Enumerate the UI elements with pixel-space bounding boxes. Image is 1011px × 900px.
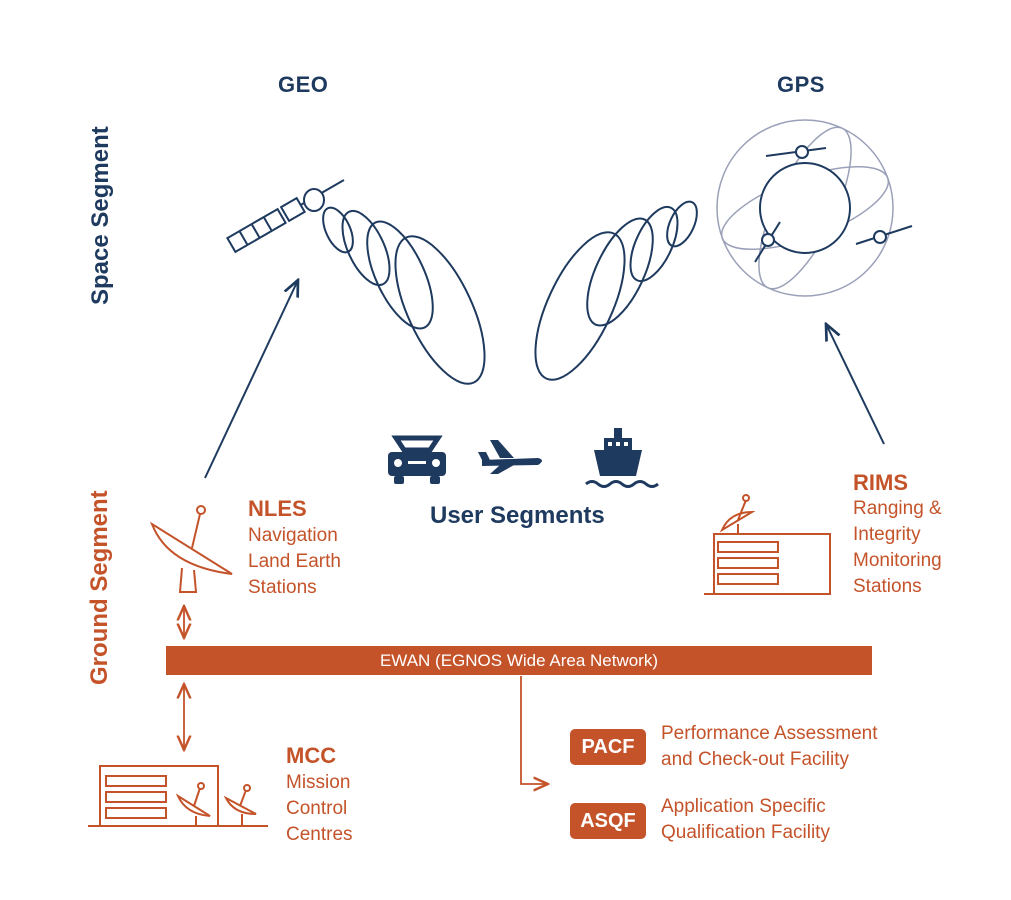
nles-uplink-arrow — [204, 280, 298, 479]
geo-satellite-icon — [226, 179, 345, 254]
mcc-abbr: MCC — [286, 743, 337, 768]
nles-line: Land Earth — [248, 551, 341, 572]
ewan-facilities-link-arrow — [520, 676, 548, 784]
geo-label: GEO — [278, 72, 329, 97]
nles-description: Navigation Land Earth Stations — [248, 523, 341, 601]
space-segment-label: Space Segment — [87, 126, 114, 305]
mcc-centre-icon — [88, 765, 268, 827]
rims-station-icon — [704, 494, 831, 595]
pacf-line: and Check-out Facility — [661, 749, 849, 770]
mcc-description: Mission Control Centres — [286, 770, 353, 848]
airplane-icon — [478, 440, 542, 474]
mcc-line: Control — [286, 798, 348, 819]
user-segments-label: User Segments — [430, 502, 605, 529]
gps-constellation-icon — [716, 119, 913, 297]
gps-signal-waves — [534, 200, 698, 381]
mcc-line: Centres — [286, 824, 353, 845]
nles-line: Stations — [248, 577, 317, 598]
nles-abbr: NLES — [248, 496, 307, 521]
rims-line: Integrity — [853, 524, 921, 545]
geo-signal-waves — [322, 206, 486, 385]
nles-dish-icon — [150, 505, 233, 593]
ship-icon — [585, 428, 659, 488]
pacf-line: Performance Assessment — [661, 723, 878, 744]
car-icon — [388, 435, 446, 484]
rims-description: Ranging & Integrity Monitoring Stations — [853, 496, 942, 600]
pacf-description: Performance Assessment and Check-out Fac… — [661, 721, 877, 773]
rims-abbr: RIMS — [853, 470, 908, 495]
rims-line: Ranging & — [853, 498, 942, 519]
gps-label: GPS — [777, 72, 825, 97]
rims-line: Stations — [853, 576, 922, 597]
mcc-line: Mission — [286, 772, 351, 793]
asqf-line: Application Specific — [661, 796, 826, 817]
rims-line: Monitoring — [853, 550, 942, 571]
ewan-bar: EWAN (EGNOS Wide Area Network) — [166, 646, 872, 675]
rims-uplink-arrow — [826, 324, 885, 445]
asqf-line: Qualification Facility — [661, 822, 830, 843]
asqf-badge: ASQF — [570, 803, 646, 839]
asqf-description: Application Specific Qualification Facil… — [661, 794, 830, 846]
pacf-badge: PACF — [570, 729, 646, 765]
nles-line: Navigation — [248, 525, 338, 546]
ground-segment-label: Ground Segment — [86, 490, 113, 685]
